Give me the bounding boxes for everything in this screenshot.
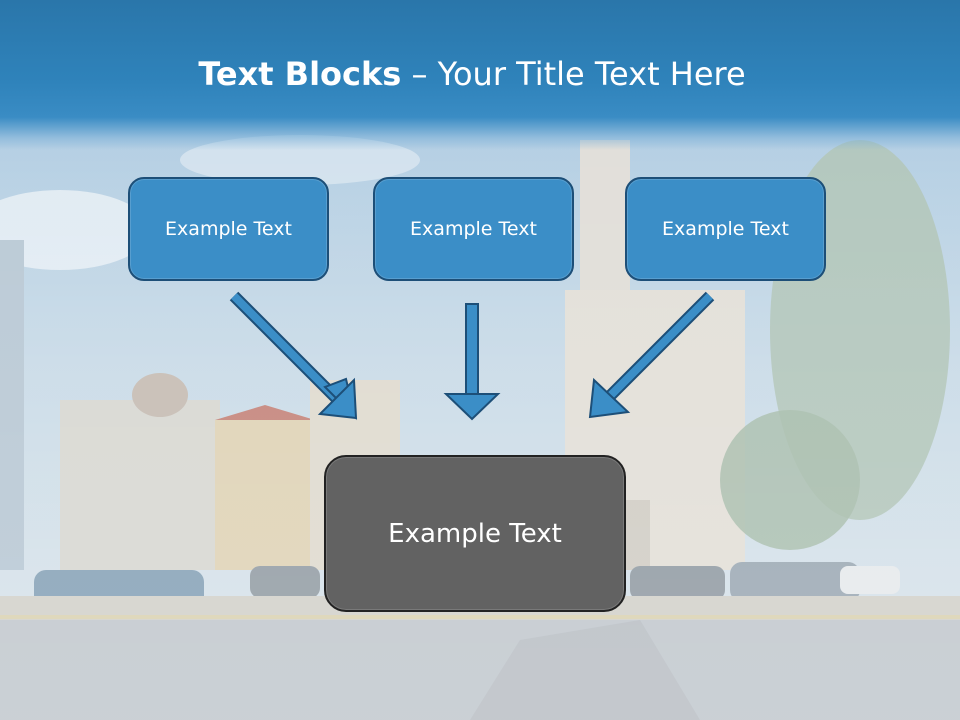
text-block-3[interactable]: Example Text xyxy=(625,177,826,281)
text-block-2[interactable]: Example Text xyxy=(373,177,574,281)
text-block-2-label: Example Text xyxy=(410,218,537,240)
title-band xyxy=(0,0,960,150)
arrow-right xyxy=(588,291,715,419)
title-rest: – Your Title Text Here xyxy=(401,55,746,93)
text-block-1[interactable]: Example Text xyxy=(128,177,329,281)
arrow-center xyxy=(443,303,501,421)
slide-title: Text Blocks – Your Title Text Here xyxy=(0,52,944,96)
text-block-1-label: Example Text xyxy=(165,218,292,240)
text-block-3-label: Example Text xyxy=(662,218,789,240)
main-text-block-label: Example Text xyxy=(388,518,562,549)
arrow-left xyxy=(229,291,358,421)
main-text-block[interactable]: Example Text xyxy=(324,455,626,612)
title-bold: Text Blocks xyxy=(198,55,402,93)
